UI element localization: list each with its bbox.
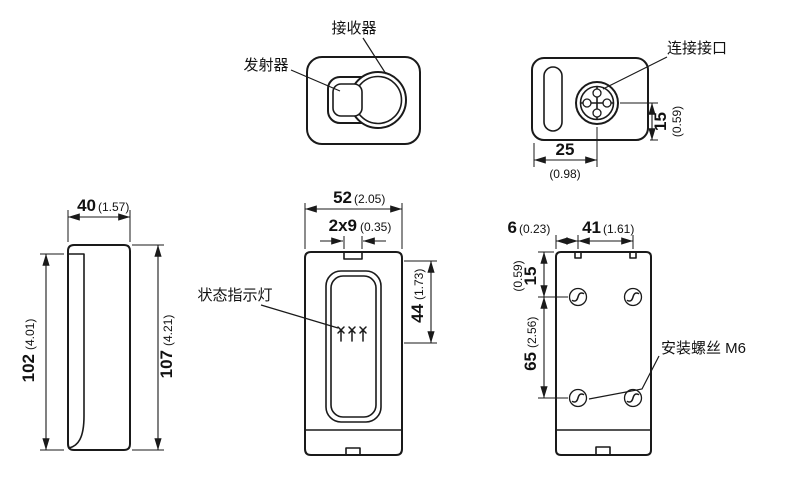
dim-inch: (0.59) <box>670 106 684 137</box>
connector-pin <box>582 98 592 108</box>
mounting-screw-leader-line <box>588 355 660 400</box>
dim-mm: 44 <box>408 303 427 322</box>
dim-mm: 25 <box>556 140 575 159</box>
front-view: 状态指示灯 52 (2.05) 2x9 (0.35) 44 (1.73) <box>197 188 437 456</box>
dim-mm: 6 <box>508 218 517 237</box>
dim-edge-offset: 6 (0.23) <box>508 218 579 249</box>
back-view-body <box>555 251 652 456</box>
front-bezel-line <box>68 253 85 449</box>
status-led-icon <box>337 326 345 342</box>
dim-front-height: 102 (4.01) <box>19 253 64 451</box>
status-led-label: 状态指示灯 <box>197 287 272 304</box>
mounting-screw-label: 安装螺丝 M6 <box>661 340 746 357</box>
dim-top-slot: 2x9 (0.35) <box>320 216 391 249</box>
dim-inch: (4.21) <box>161 315 175 346</box>
dim-front-width: 52 (2.05) <box>304 188 403 249</box>
connector-leader-line <box>602 56 668 90</box>
dim-inch: (0.35) <box>360 220 391 234</box>
side-view: 40 (1.57) 102 (4.01) 107 (4.21) <box>19 196 176 451</box>
connector-view: 连接接口 25 (0.98) 15 (0.59) <box>531 40 727 181</box>
dim-mm: 2x9 <box>329 216 357 235</box>
connector-pin <box>592 108 602 118</box>
top-slot <box>343 252 363 260</box>
dim-mm: 41 <box>582 218 601 237</box>
dim-window-height: 44 (1.73) <box>404 260 437 344</box>
dim-mm: 102 <box>19 354 38 382</box>
status-led-leader-line <box>260 304 339 329</box>
status-led-icon <box>348 326 356 342</box>
connector-label: 连接接口 <box>667 40 727 57</box>
receiver-label: 接收器 <box>331 20 376 37</box>
dim-inch: (4.01) <box>23 319 37 350</box>
dim-depth: 40 (1.57) <box>67 196 131 242</box>
dim-inch: (1.61) <box>603 222 634 236</box>
connector-inner-circle <box>579 85 615 121</box>
connector-pin <box>592 88 602 98</box>
top-notch <box>629 252 637 259</box>
side-slot <box>543 66 563 132</box>
top-view: 接收器 发射器 <box>243 20 421 145</box>
front-view-body <box>304 251 403 456</box>
dim-inch: (2.56) <box>525 317 539 348</box>
transmitter-label: 发射器 <box>243 57 288 74</box>
dim-mm: 15 <box>521 267 540 286</box>
status-led-icon <box>359 326 367 342</box>
dim-inch: (0.23) <box>519 222 550 236</box>
screw-hole-icon <box>568 287 588 307</box>
dim-inch: (2.05) <box>354 192 385 206</box>
dim-mm: 15 <box>651 112 670 131</box>
dim-mm: 107 <box>157 350 176 378</box>
top-notch <box>574 252 582 259</box>
side-view-body <box>67 244 131 451</box>
dim-inch: (0.59) <box>511 260 525 291</box>
dim-hole-spacing-horizontal: 41 (1.61) <box>577 218 634 249</box>
emitter-lens <box>332 83 363 117</box>
transmitter-leader-line <box>290 69 341 92</box>
dim-mm: 52 <box>333 188 352 207</box>
bottom-slot <box>345 447 361 455</box>
dim-inch: (1.73) <box>412 269 426 300</box>
dim-hole-spacing-vertical: 65 (2.56) <box>521 296 568 399</box>
lens-window-inner <box>330 275 377 418</box>
dim-total-height: 107 (4.21) <box>132 244 176 451</box>
dim-connector-height: 15 (0.59) <box>620 102 684 141</box>
status-led-markers <box>337 326 367 342</box>
bottom-slot <box>595 446 611 455</box>
dim-connector-width: 25 (0.98) <box>533 127 598 181</box>
dim-inch: (1.57) <box>98 200 129 214</box>
dim-mm: 65 <box>521 352 540 371</box>
lens-window-outer <box>325 270 382 423</box>
back-view: 6 (0.23) 41 (1.61) 15 (0.59) 65 (2.5 <box>508 218 746 456</box>
dim-mm: 40 <box>77 196 96 215</box>
receiver-leader-line <box>362 37 387 75</box>
dim-top-offset: 15 (0.59) <box>511 251 568 298</box>
screw-hole-icon <box>568 388 588 408</box>
connector-pin <box>602 98 612 108</box>
dim-inch: (0.98) <box>549 167 580 181</box>
screw-hole-icon <box>623 287 643 307</box>
